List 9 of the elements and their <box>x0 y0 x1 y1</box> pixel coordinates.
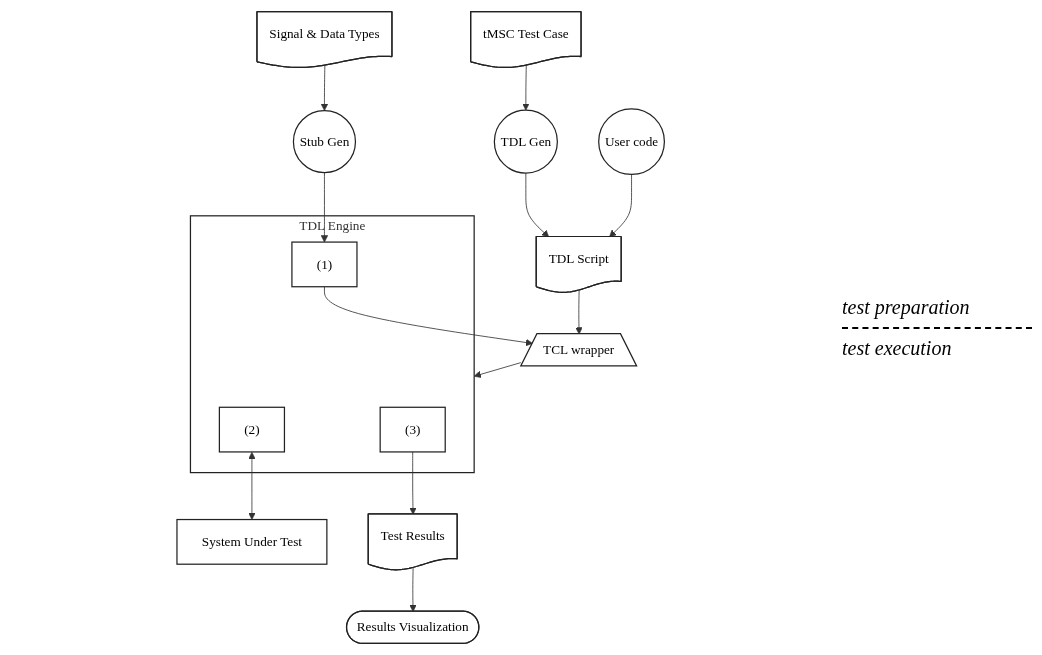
phase-label: test execution <box>842 336 953 360</box>
node-circle: Stub Gen <box>293 110 357 174</box>
node-circle: TDL Gen <box>494 109 559 174</box>
node-circle: User code <box>598 108 666 176</box>
node-box: System Under Test <box>176 518 328 565</box>
node-box: (2) <box>219 406 286 453</box>
node-box: (1) <box>291 241 358 288</box>
phase-label: test preparation <box>842 295 971 319</box>
node-box: (3) <box>379 406 447 453</box>
